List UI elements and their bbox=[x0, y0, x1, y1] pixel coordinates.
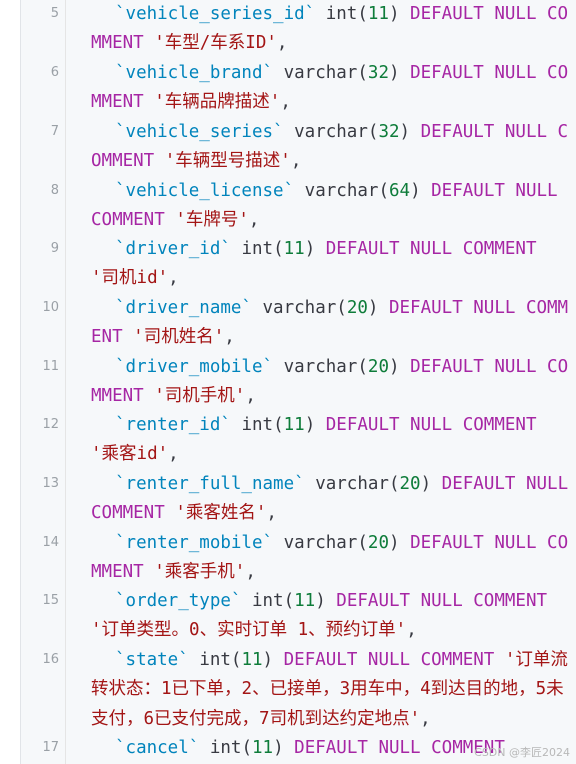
column-size: 11 bbox=[294, 591, 316, 611]
column-name: `renter_id` bbox=[115, 415, 231, 435]
column-name: `vehicle_series` bbox=[115, 122, 284, 142]
column-type: varchar bbox=[294, 122, 368, 142]
column-type: varchar bbox=[262, 298, 337, 318]
column-comment: '乘客姓名' bbox=[175, 503, 267, 524]
sql-keywords: DEFAULT NULL COMMENT bbox=[325, 239, 537, 259]
column-type: int bbox=[325, 4, 358, 24]
column-type: varchar bbox=[283, 63, 358, 83]
column-type: varchar bbox=[304, 181, 379, 201]
sql-keywords: DEFAULT NULL COMMENT bbox=[325, 415, 537, 435]
code-line: `order_type` int(11) DEFAULT NULL COMMEN… bbox=[91, 591, 548, 641]
column-comment: '乘客id' bbox=[91, 444, 169, 465]
column-comment: '订单类型。0、实时订单 1、预约订单' bbox=[91, 620, 407, 641]
column-name: `driver_name` bbox=[115, 298, 252, 318]
sql-keywords: DEFAULT NULL COMMENT bbox=[91, 298, 569, 348]
column-name: `vehicle_brand` bbox=[115, 63, 274, 83]
code-line: `driver_mobile` varchar(20) DEFAULT NULL… bbox=[91, 357, 569, 407]
line-number: 6 bbox=[50, 65, 59, 80]
sql-keywords: DEFAULT NULL COMMENT bbox=[91, 63, 569, 113]
line-number: 5 bbox=[50, 6, 59, 21]
column-size: 11 bbox=[252, 738, 274, 758]
column-name: `order_type` bbox=[115, 591, 242, 611]
sql-keywords: DEFAULT NULL COMMENT bbox=[294, 738, 505, 758]
line-number: 17 bbox=[42, 740, 59, 755]
line-number: 12 bbox=[42, 417, 59, 432]
column-comment: '司机id' bbox=[91, 268, 169, 289]
code-line: `renter_id` int(11) DEFAULT NULL COMMENT… bbox=[91, 415, 537, 465]
column-type: int bbox=[241, 415, 274, 435]
column-comment: '车辆品牌描述' bbox=[154, 92, 281, 113]
sql-keywords: DEFAULT NULL COMMENT bbox=[91, 474, 569, 524]
column-comment: '车辆型号描述' bbox=[164, 151, 291, 172]
column-comment: '订单流转状态：1已下单，2、已接单，3用车中，4到达目的地，5未支付，6已支付… bbox=[91, 650, 568, 729]
line-number: 16 bbox=[42, 652, 59, 667]
line-number: 13 bbox=[42, 476, 59, 491]
sql-keywords: DEFAULT NULL COMMENT bbox=[336, 591, 548, 611]
column-size: 11 bbox=[283, 239, 305, 259]
column-comment: '车牌号' bbox=[175, 210, 249, 231]
line-number-gutter: 5 6 7 8 9 10 11 12 13 14 15 16 17 bbox=[21, 0, 66, 764]
sql-keywords: DEFAULT NULL COMMENT bbox=[91, 357, 569, 407]
sql-keywords: DEFAULT NULL COMMENT bbox=[283, 650, 495, 670]
column-name: `driver_mobile` bbox=[115, 357, 274, 377]
column-name: `vehicle_series_id` bbox=[115, 4, 316, 24]
code-line: `cancel` int(11) DEFAULT NULL COMMENT bbox=[115, 738, 505, 758]
code-line: `renter_mobile` varchar(20) DEFAULT NULL… bbox=[91, 533, 569, 583]
line-number: 8 bbox=[50, 183, 59, 198]
column-comment: '司机姓名' bbox=[133, 327, 225, 348]
column-type: int bbox=[251, 591, 284, 611]
column-name: `cancel` bbox=[115, 738, 200, 758]
sql-keywords: DEFAULT NULL COMMENT bbox=[91, 122, 569, 172]
line-number: 11 bbox=[42, 359, 59, 374]
line-number: 9 bbox=[50, 241, 59, 256]
column-size: 11 bbox=[241, 650, 263, 670]
csdn-watermark: CSDN @李匠2024 bbox=[474, 746, 570, 759]
column-size: 11 bbox=[367, 4, 389, 24]
line-number: 15 bbox=[42, 593, 59, 608]
code-line: `driver_name` varchar(20) DEFAULT NULL C… bbox=[91, 298, 569, 348]
code-line: `vehicle_brand` varchar(32) DEFAULT NULL… bbox=[91, 63, 569, 113]
column-size: 20 bbox=[346, 298, 368, 318]
line-number: 14 bbox=[42, 535, 59, 550]
column-type: varchar bbox=[315, 474, 389, 494]
column-size: 64 bbox=[388, 181, 411, 201]
column-size: 20 bbox=[367, 357, 389, 377]
sql-keywords: DEFAULT NULL COMMENT bbox=[91, 181, 569, 231]
column-size: 20 bbox=[367, 533, 389, 553]
column-name: `vehicle_license` bbox=[115, 181, 295, 201]
column-size: 32 bbox=[378, 122, 400, 142]
code-line: `state` int(11) DEFAULT NULL COMMENT '订单… bbox=[91, 650, 568, 729]
sql-keywords: DEFAULT NULL COMMENT bbox=[91, 4, 569, 54]
column-comment: '乘客手机' bbox=[154, 562, 246, 583]
column-size: 11 bbox=[283, 415, 305, 435]
code-line: `vehicle_series` varchar(32) DEFAULT NUL… bbox=[91, 122, 569, 172]
code-block: 5 6 7 8 9 10 11 12 13 14 15 16 17 `vehic… bbox=[20, 0, 576, 764]
code-line: `vehicle_license` varchar(64) DEFAULT NU… bbox=[91, 181, 569, 231]
column-size: 32 bbox=[367, 63, 389, 83]
code-line: `driver_id` int(11) DEFAULT NULL COMMENT… bbox=[91, 239, 537, 289]
column-comment: '车型/车系ID' bbox=[154, 33, 277, 54]
code-line: `renter_full_name` varchar(20) DEFAULT N… bbox=[91, 470, 571, 529]
column-type: varchar bbox=[283, 357, 358, 377]
sql-keywords: DEFAULT NULL COMMENT bbox=[91, 533, 569, 583]
column-type: int bbox=[209, 738, 242, 758]
column-name: `state` bbox=[115, 650, 189, 670]
column-name: `driver_id` bbox=[115, 239, 231, 259]
column-type: int bbox=[199, 650, 231, 670]
line-number: 7 bbox=[50, 124, 59, 139]
code-line: `vehicle_series_id` int(11) DEFAULT NULL… bbox=[91, 4, 569, 54]
column-size: 20 bbox=[399, 474, 421, 494]
column-comment: '司机手机' bbox=[154, 386, 246, 407]
column-type: varchar bbox=[283, 533, 358, 553]
column-name: `renter_mobile` bbox=[115, 533, 274, 553]
line-number: 10 bbox=[42, 300, 59, 315]
column-name: `renter_full_name` bbox=[115, 474, 305, 494]
column-type: int bbox=[241, 239, 274, 259]
